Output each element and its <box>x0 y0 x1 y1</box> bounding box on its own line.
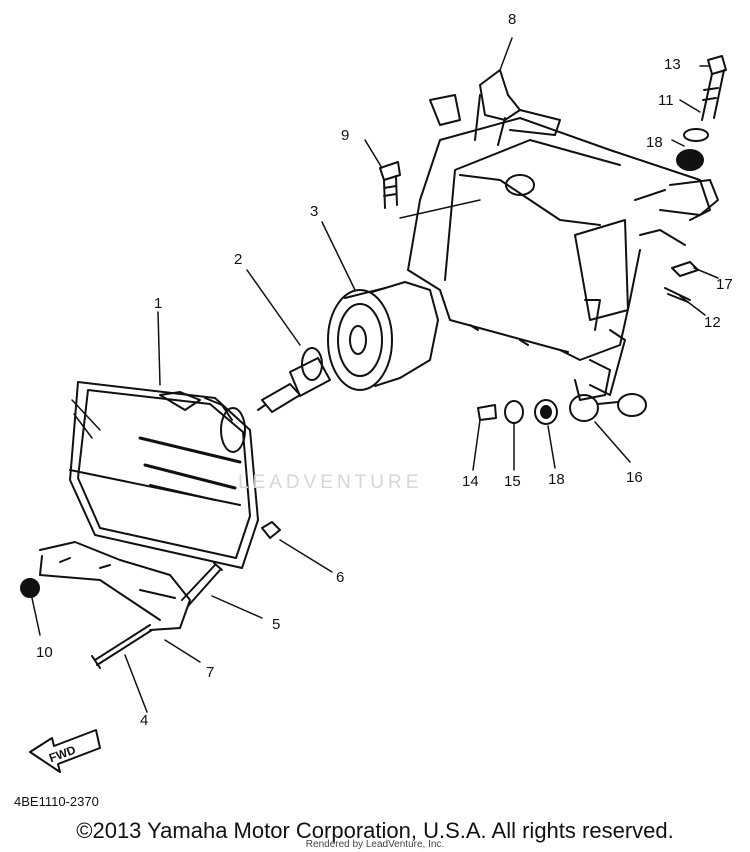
callout-18-lower: 18 <box>548 471 565 488</box>
callout-7: 7 <box>206 664 214 681</box>
callout-3: 3 <box>310 203 318 220</box>
screw-5 <box>181 562 223 607</box>
callout-13: 13 <box>664 56 681 73</box>
callout-1: 1 <box>154 295 162 312</box>
bolt-13 <box>701 55 727 121</box>
callout-6: 6 <box>336 569 344 586</box>
bolt-9 <box>379 161 401 209</box>
grommet-18-lower <box>534 399 558 425</box>
callout-17: 17 <box>716 276 733 293</box>
rendered-by-text: Rendered by LeadVenture, Inc. <box>305 839 445 850</box>
bolt-14 <box>477 404 497 421</box>
callout-5: 5 <box>272 616 280 633</box>
callout-10: 10 <box>36 644 53 661</box>
callout-15: 15 <box>504 473 521 490</box>
washer-17 <box>671 261 699 277</box>
callout-14: 14 <box>462 473 479 490</box>
stay-16 <box>569 393 647 422</box>
clip-12 <box>664 287 691 303</box>
callout-9: 9 <box>341 127 349 144</box>
headlight-housing <box>69 381 259 569</box>
callout-4: 4 <box>140 712 148 729</box>
callout-2: 2 <box>234 251 242 268</box>
lower-bracket <box>39 541 191 631</box>
grommet-18-upper <box>676 128 709 171</box>
callout-8: 8 <box>508 11 516 28</box>
headlight-bracket <box>407 69 719 401</box>
part-code: 4BE1110-2370 <box>14 794 99 809</box>
callout-18-upper: 18 <box>646 134 663 151</box>
screw-4 <box>91 624 153 669</box>
callout-11: 11 <box>658 92 674 109</box>
fwd-arrow <box>29 729 101 773</box>
watermark: LEADVENTURE <box>238 472 423 493</box>
bulb <box>257 347 331 413</box>
callout-16: 16 <box>626 469 643 486</box>
copyright-text: ©2013 Yamaha Motor Corporation, U.S.A. A… <box>76 818 674 843</box>
grommet-18-lower-inner <box>540 405 552 419</box>
nut-10 <box>20 578 40 598</box>
bulb-socket <box>327 281 439 391</box>
nut-6 <box>261 521 281 539</box>
callout-12: 12 <box>704 314 721 331</box>
leader-lines <box>31 37 719 713</box>
washer-15 <box>504 400 524 424</box>
